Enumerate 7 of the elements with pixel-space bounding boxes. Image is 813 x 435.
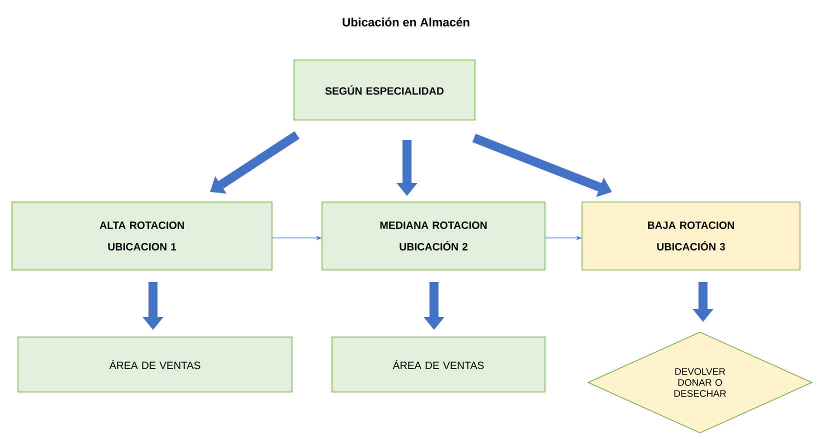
process-box: ALTA ROTACION UBICACION 1 bbox=[12, 202, 272, 270]
process-box: SEGÚN ESPECIALIDAD bbox=[294, 60, 476, 120]
process-box: MEDIANA ROTACION UBICACIÓN 2 bbox=[322, 202, 546, 270]
process-box: ÁREA DE VENTAS bbox=[332, 336, 546, 392]
process-box: ÁREA DE VENTAS bbox=[18, 336, 292, 392]
title: Ubicación en Almacén bbox=[342, 18, 470, 26]
process-box: BAJA ROTACION UBICACIÓN 3 bbox=[582, 202, 800, 270]
